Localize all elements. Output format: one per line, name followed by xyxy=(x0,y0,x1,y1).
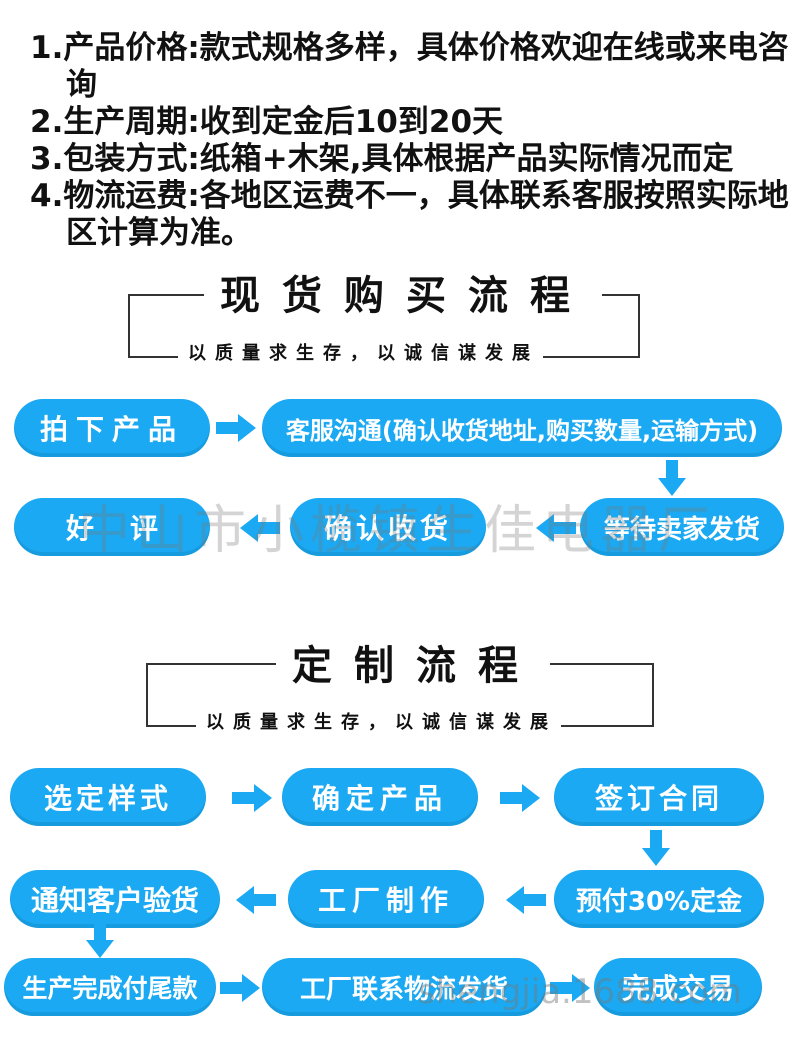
arrow-right-icon xyxy=(216,414,256,442)
section1-title: 现货购买流程 xyxy=(204,272,602,320)
step-label: 签订合同 xyxy=(594,782,723,815)
arrow-right-icon xyxy=(500,784,540,812)
step-label: 好评 xyxy=(65,512,194,545)
arrow-down-icon xyxy=(642,830,670,866)
step-complete: 完成交易 xyxy=(594,958,762,1016)
arrow-left-icon xyxy=(536,514,576,542)
step-label: 确认收货 xyxy=(323,512,452,545)
term-item: 2.生产周期:收到定金后10到20天 xyxy=(30,104,504,140)
step-confirm-product: 确定产品 xyxy=(282,768,478,826)
step-label: 工厂制作 xyxy=(317,884,454,917)
step-label: 确定产品 xyxy=(311,782,448,815)
step-notify-inspection: 通知客户验货 xyxy=(10,870,220,928)
step-customer-service: 客服沟通(确认收货地址,购买数量,运输方式) xyxy=(262,399,782,457)
terms-list: 1.产品价格:款式规格多样，具体价格欢迎在线或来电咨询 2.生产周期:收到定金后… xyxy=(30,30,790,252)
step-label: 完成交易 xyxy=(621,972,734,1005)
step-review: 好评 xyxy=(14,498,210,556)
arrow-right-icon xyxy=(550,974,590,1002)
term-item: 4.物流运费:各地区运费不一，具体联系客服按照实际地区计算为准。 xyxy=(30,178,789,251)
arrow-left-icon xyxy=(506,886,546,914)
step-label: 等待卖家发货 xyxy=(603,514,760,545)
step-label: 生产完成付尾款 xyxy=(22,974,198,1003)
step-place-order: 拍下产品 xyxy=(14,399,210,457)
arrow-left-icon xyxy=(236,886,276,914)
step-select-style: 选定样式 xyxy=(10,768,206,826)
arrow-left-icon xyxy=(240,514,280,542)
step-label: 预付30%定金 xyxy=(575,886,743,917)
step-factory-production: 工厂制作 xyxy=(288,870,484,928)
section2-title: 定制流程 xyxy=(276,642,550,690)
term-item: 1.产品价格:款式规格多样，具体价格欢迎在线或来电咨询 xyxy=(30,30,789,103)
section2-slogan: 以质量求生存，以诚信谋发展 xyxy=(196,712,561,734)
step-confirm-receipt: 确认收货 xyxy=(290,498,486,556)
step-label: 客服沟通(确认收货地址,购买数量,运输方式) xyxy=(285,416,759,445)
step-label: 通知客户验货 xyxy=(30,884,199,917)
step-final-payment: 生产完成付尾款 xyxy=(4,958,216,1016)
step-logistics: 工厂联系物流发货 xyxy=(262,958,546,1016)
section1-slogan: 以质量求生存，以诚信谋发展 xyxy=(178,343,543,365)
step-sign-contract: 签订合同 xyxy=(554,768,764,826)
arrow-right-icon xyxy=(220,974,260,1002)
step-label: 工厂联系物流发货 xyxy=(299,974,508,1005)
term-item: 3.包装方式:纸箱+木架,具体根据产品实际情况而定 xyxy=(30,141,734,177)
arrow-right-icon xyxy=(232,784,272,812)
arrow-down-icon xyxy=(658,460,686,496)
step-deposit: 预付30%定金 xyxy=(554,870,764,928)
step-label: 选定样式 xyxy=(43,782,172,815)
arrow-down-icon xyxy=(86,922,114,958)
step-wait-shipment: 等待卖家发货 xyxy=(580,498,784,556)
step-label: 拍下产品 xyxy=(39,413,184,446)
